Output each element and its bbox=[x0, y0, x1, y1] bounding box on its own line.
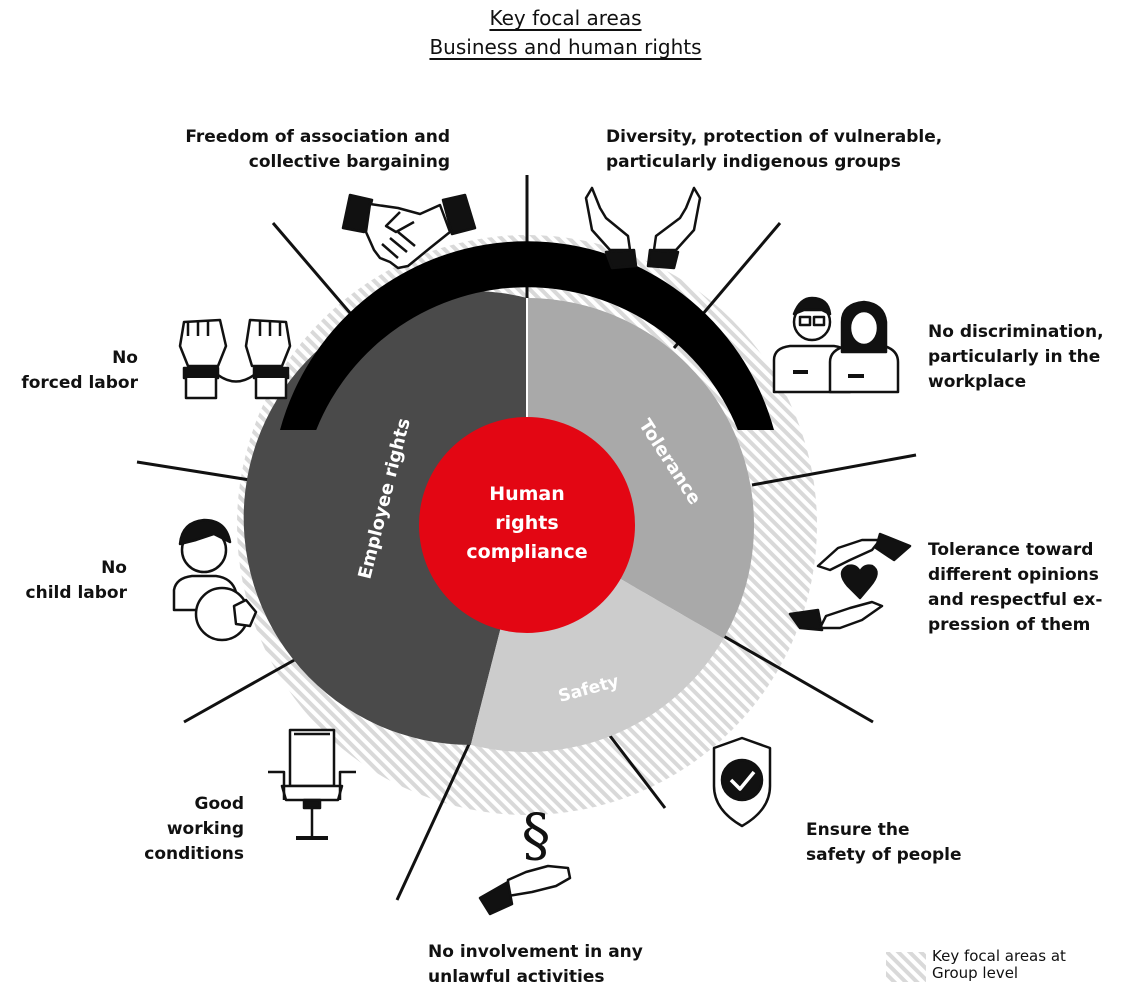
label-safety: Ensure the safety of people bbox=[806, 820, 962, 865]
bound-fists-icon bbox=[178, 318, 292, 400]
label-forced-labor: No forced labor bbox=[21, 348, 138, 393]
label-freedom: Freedom of association and collective ba… bbox=[185, 127, 450, 172]
label-tolerance: Tolerance toward different opinions and … bbox=[928, 540, 1103, 635]
title-line-2: Business and human rights bbox=[429, 35, 702, 59]
label-unlawful: No involvement in any unlawful activitie… bbox=[428, 942, 643, 987]
protecting-hands-icon bbox=[584, 186, 702, 270]
office-chair-icon bbox=[268, 728, 356, 840]
legend-label: Key focal areas at Group level bbox=[932, 947, 1066, 982]
heart-hands-icon bbox=[788, 532, 912, 632]
child-with-ball-icon bbox=[172, 518, 258, 642]
label-working-conditions: Good working conditions bbox=[144, 794, 244, 864]
paragraph-symbol: § bbox=[522, 801, 551, 869]
shield-check-icon bbox=[712, 736, 772, 828]
top-black-band bbox=[280, 241, 774, 430]
handshake-icon bbox=[341, 193, 477, 270]
label-child-labor: No child labor bbox=[25, 558, 127, 603]
center-line-3: compliance bbox=[466, 541, 587, 563]
legend-swatch bbox=[886, 952, 926, 982]
center-line-2: rights bbox=[495, 512, 558, 534]
center-line-1: Human bbox=[489, 483, 565, 505]
label-diversity: Diversity, protection of vulnerable, par… bbox=[606, 127, 943, 172]
people-icon bbox=[772, 296, 900, 394]
title-line-1: Key focal areas bbox=[489, 6, 642, 30]
open-hand-icon bbox=[478, 864, 572, 916]
center-circle bbox=[419, 417, 635, 633]
label-discrimination: No discrimination, particularly in the w… bbox=[928, 322, 1104, 392]
